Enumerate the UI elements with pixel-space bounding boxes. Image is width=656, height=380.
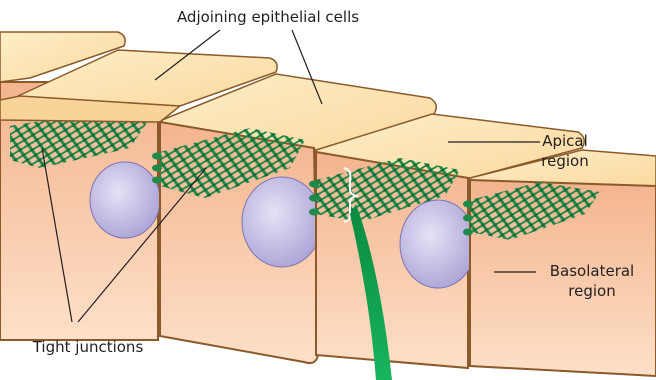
label-apical-line1: Apical xyxy=(542,132,588,150)
label-tight-junctions: Tight junctions xyxy=(32,338,144,356)
label-basolateral-line2: region xyxy=(568,282,615,300)
junction-dots-cell-4 xyxy=(463,201,473,236)
junction-dots-cell-2 xyxy=(152,153,162,184)
label-adjoining-cells: Adjoining epithelial cells xyxy=(177,8,359,26)
label-apical-line2: region xyxy=(541,152,588,170)
junction-dots-cell-3 xyxy=(309,181,319,216)
label-basolateral-line1: Basolateral xyxy=(550,262,634,280)
